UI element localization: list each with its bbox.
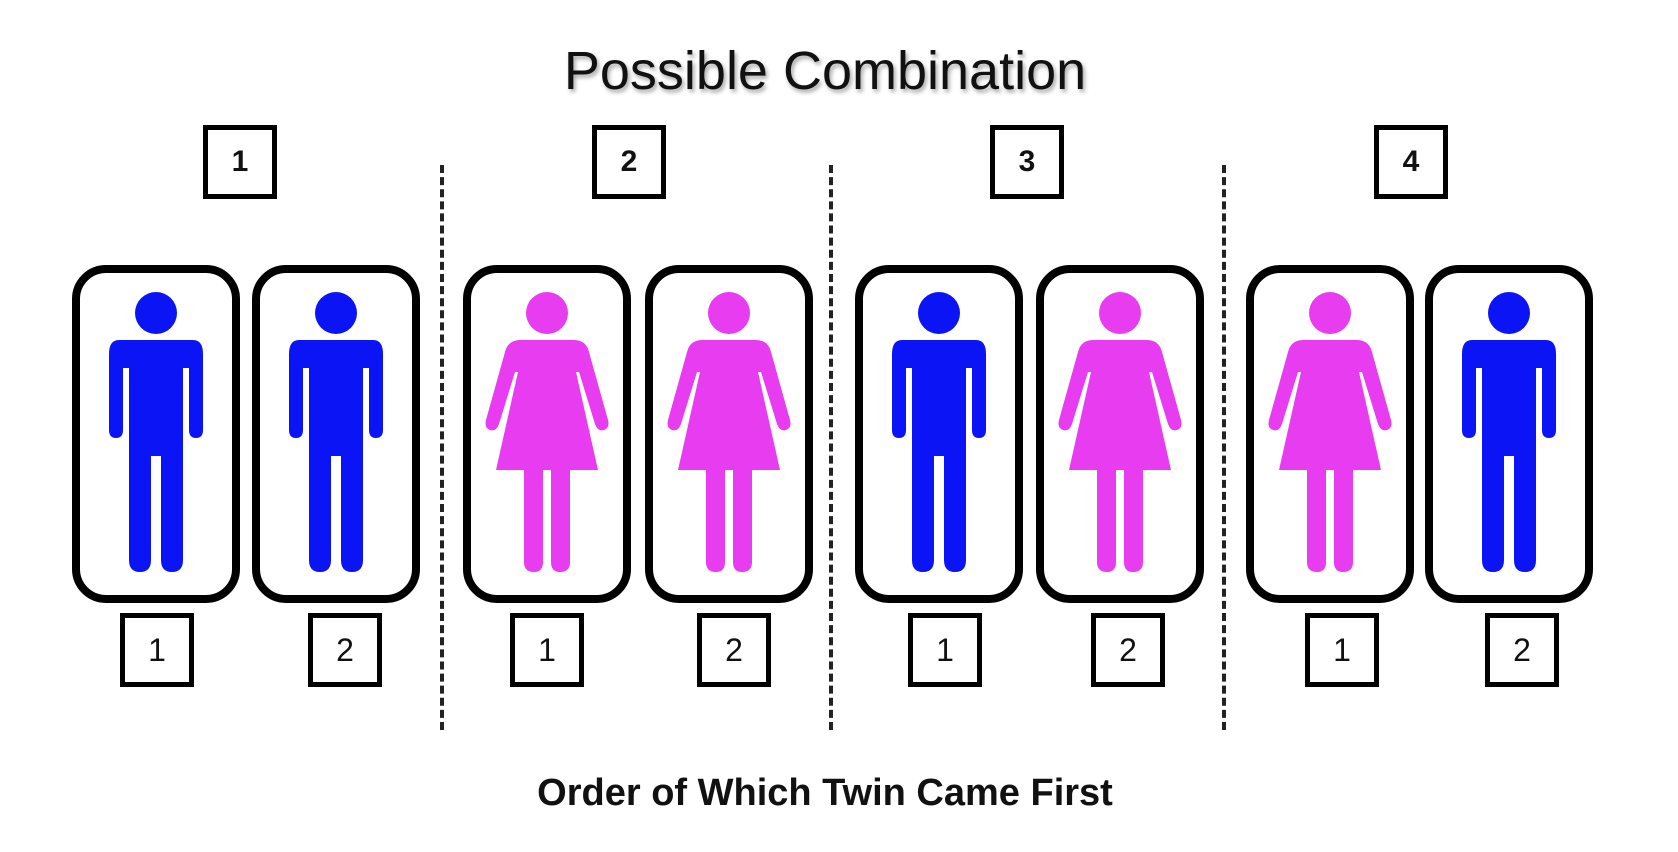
twin-card: [463, 265, 631, 603]
twin-card: [1246, 265, 1414, 603]
combination-label-4: 4: [1374, 125, 1448, 199]
male-icon: [1462, 292, 1556, 572]
twin-card: [72, 265, 240, 603]
female-icon: [1058, 292, 1182, 572]
birth-order-label: 1: [510, 613, 584, 687]
birth-order-label: 1: [1305, 613, 1379, 687]
twin-card: [1425, 265, 1593, 603]
birth-order-label: 1: [908, 613, 982, 687]
birth-order-label: 2: [697, 613, 771, 687]
birth-order-label: 2: [1485, 613, 1559, 687]
female-icon: [1268, 292, 1392, 572]
twin-card: [855, 265, 1023, 603]
birth-order-label: 2: [308, 613, 382, 687]
twin-card: [252, 265, 420, 603]
birth-order-label: 2: [1091, 613, 1165, 687]
divider: [440, 165, 444, 730]
male-icon: [892, 292, 986, 572]
female-icon: [667, 292, 791, 572]
combination-label-3: 3: [990, 125, 1064, 199]
combination-label-2: 2: [592, 125, 666, 199]
diagram-title: Possible Combination: [563, 41, 1087, 101]
male-icon: [289, 292, 383, 572]
male-icon: [109, 292, 203, 572]
twin-card: [645, 265, 813, 603]
birth-order-label: 1: [120, 613, 194, 687]
twin-card: [1036, 265, 1204, 603]
combination-label-1: 1: [203, 125, 277, 199]
divider: [829, 165, 833, 730]
diagram-caption: Order of Which Twin Came First: [537, 772, 1113, 814]
female-icon: [485, 292, 609, 572]
divider: [1222, 165, 1226, 730]
